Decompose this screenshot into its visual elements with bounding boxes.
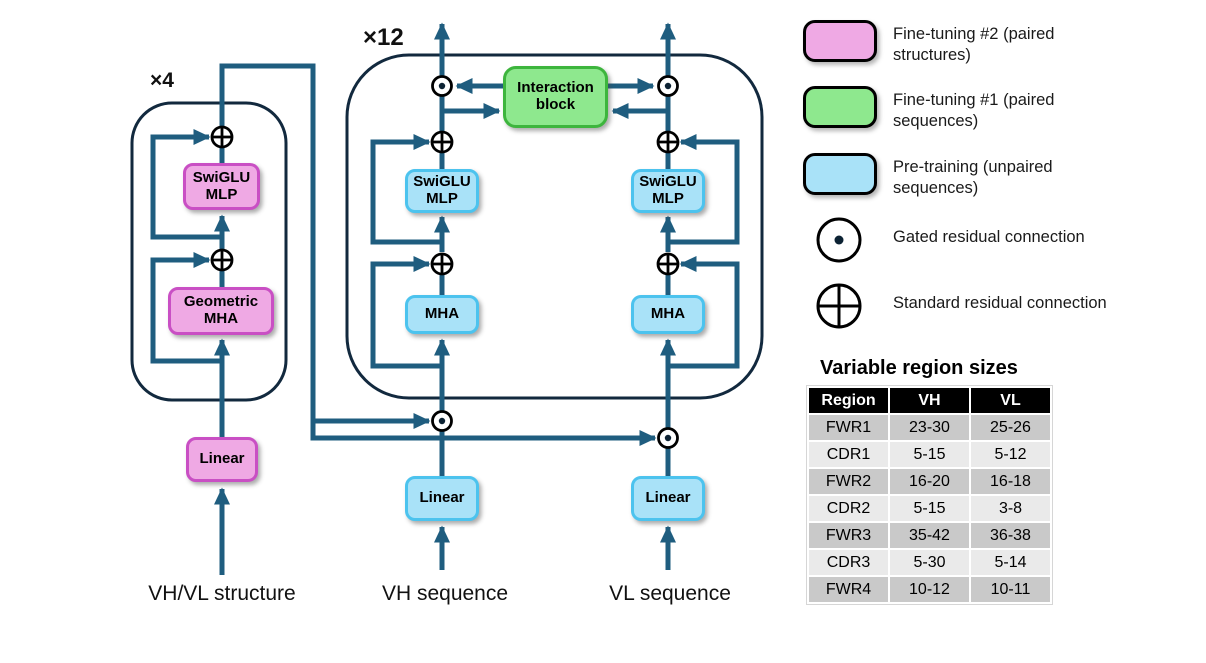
structure-swiglu-skip [150,128,222,240]
plus-circle-icon [656,130,680,154]
structure-input-label: VH/VL structure [148,582,296,605]
legend-label: Fine-tuning #2 (paired structures) [893,25,1055,64]
table-row: CDR2 5-15 3-8 [809,496,1050,521]
dot-circle-icon [657,427,679,449]
vh-cell: 5-15 [890,442,969,467]
vl-mha-skip [668,256,740,369]
table-header-row: Region VH VL [809,388,1050,413]
table-row: CDR3 5-30 5-14 [809,550,1050,575]
vh-cell: 5-30 [890,550,969,575]
structure-repeat-label: ×4 [150,69,174,92]
dot-circle-icon [431,75,453,97]
gated-residual-symbols [431,75,679,449]
vl-mha-block: MHA [631,295,705,334]
vh-cell: 35-42 [890,523,969,548]
vl-swiglu-skip [668,134,740,245]
column-header: VH [890,388,969,413]
dot-circle-icon [657,75,679,97]
vh-linear-block: Linear [405,476,479,521]
vl-cell: 16-18 [971,469,1050,494]
dot-circle-icon [431,410,453,432]
vl-cell: 5-14 [971,550,1050,575]
plus-circle-icon [656,252,680,276]
vl-cell: 25-26 [971,415,1050,440]
structure-output-route [219,63,657,446]
table-row: FWR4 10-12 10-11 [809,577,1050,602]
geometric-mha-block: Geometric MHA [168,287,274,335]
vh-cell: 5-15 [890,496,969,521]
region-cell: CDR3 [809,550,888,575]
legend-swatch-finetune2 [803,20,877,62]
legend-label: Fine-tuning #1 (paired sequences) [893,91,1055,130]
legend-label: Standard residual connection [893,294,1107,312]
legend-label: Pre-training (unpaired sequences) [893,158,1053,197]
structure-linear-block: Linear [186,437,258,482]
variable-region-table: Region VH VL FWR1 23-30 25-26 CDR1 5-15 … [806,385,1053,605]
column-header: Region [809,388,888,413]
vl-cell: 10-11 [971,577,1050,602]
vl-linear-block: Linear [631,476,705,521]
table-row: FWR1 23-30 25-26 [809,415,1050,440]
plus-circle-icon [210,248,234,272]
legend-swatch-finetune1 [803,86,877,128]
region-cell: FWR3 [809,523,888,548]
table-row: FWR2 16-20 16-18 [809,469,1050,494]
vl-swiglu-mlp-block: SwiGLU MLP [631,169,705,213]
table-row: FWR3 35-42 36-38 [809,523,1050,548]
plus-circle-icon [430,130,454,154]
region-cell: FWR1 [809,415,888,440]
vh-mha-block: MHA [405,295,479,334]
standard-residual-symbols [210,125,680,276]
table-row: CDR1 5-15 5-12 [809,442,1050,467]
vh-swiglu-skip [370,133,442,245]
vh-swiglu-mlp-block: SwiGLU MLP [405,169,479,213]
vh-input-label: VH sequence [381,582,509,605]
vl-input-label: VL sequence [609,582,731,605]
vh-cell: 23-30 [890,415,969,440]
vh-cell: 16-20 [890,469,969,494]
vl-cell: 5-12 [971,442,1050,467]
vh-cell: 10-12 [890,577,969,602]
region-cell: FWR4 [809,577,888,602]
vl-cell: 3-8 [971,496,1050,521]
plus-circle-icon [430,252,454,276]
region-cell: CDR1 [809,442,888,467]
column-header: VL [971,388,1050,413]
legend-gated-residual-icon [816,217,862,263]
structure-swiglu-mlp-block: SwiGLU MLP [183,163,260,210]
region-cell: FWR2 [809,469,888,494]
legend-standard-residual-icon [816,283,862,329]
table-title: Variable region sizes [820,357,1018,379]
arrows [150,22,740,575]
legend-label: Gated residual connection [893,228,1085,246]
interaction-block: Interaction block [503,66,608,128]
region-cell: CDR2 [809,496,888,521]
structure-mha-skip [150,251,222,364]
vh-mha-skip [370,255,442,369]
vl-cell: 36-38 [971,523,1050,548]
legend-swatch-pretraining [803,153,877,195]
sequence-encoder-container [345,53,764,400]
plus-circle-icon [210,125,234,149]
sequence-repeat-label: ×12 [363,24,404,51]
structure-encoder-container [130,101,288,402]
